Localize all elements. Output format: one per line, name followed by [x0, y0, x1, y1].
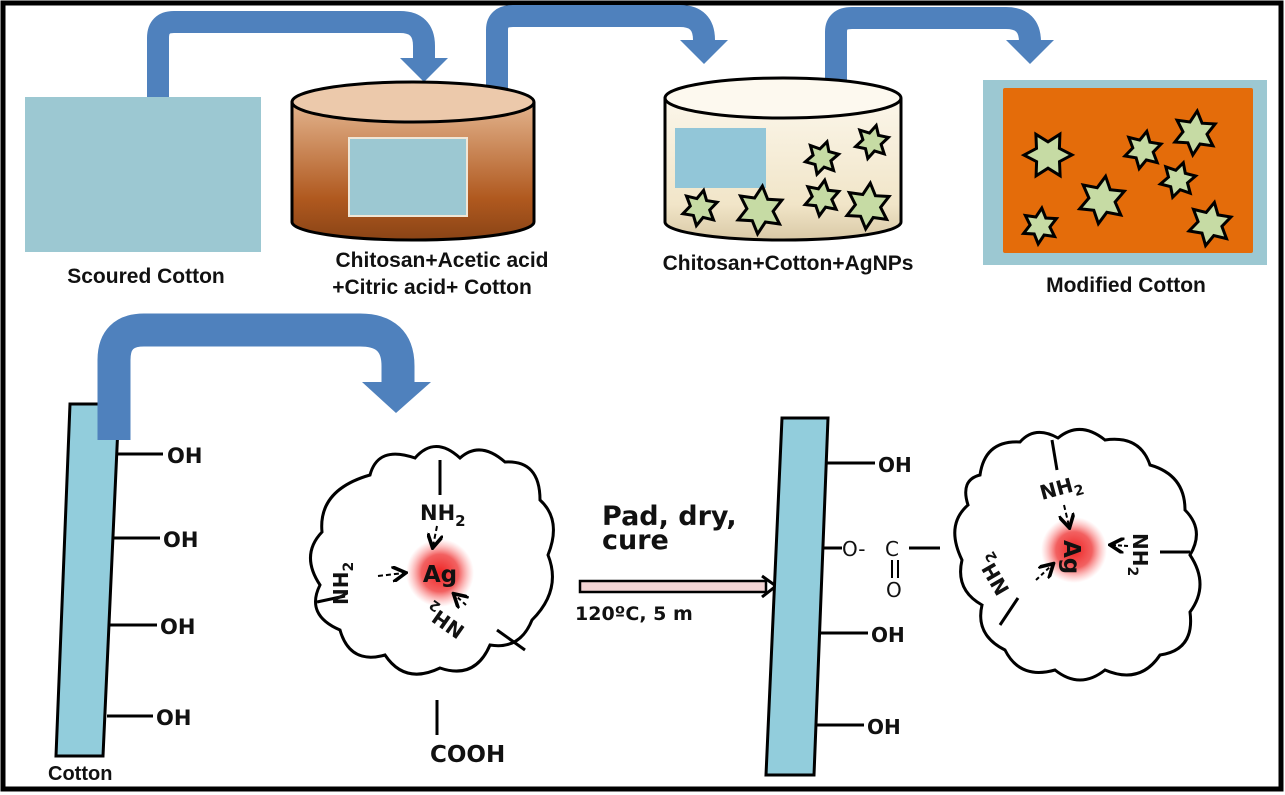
oh-label: OH: [163, 528, 198, 552]
nanoparticle-star-icon: [844, 179, 892, 233]
flow-arrow-1: [147, 11, 448, 100]
oh-label: OH: [871, 623, 905, 647]
ester-linkage: O- C O: [823, 537, 940, 602]
bath1-label-line2: +Citric acid+ Cotton: [332, 276, 532, 299]
scoured-cotton-label: Scoured Cotton: [67, 265, 225, 288]
nanoparticle-star-icon: [1076, 173, 1128, 227]
silver-nanoparticle-glow: [406, 539, 474, 607]
scoured-cotton-swatch: [25, 97, 261, 252]
amine-label: NH2: [420, 501, 466, 530]
chitosan-cloud-left: Ag NH2 NH2 NH2: [309, 445, 555, 735]
condition-label: 120ºC, 5 m: [575, 603, 693, 625]
silver-nanoparticle-glow: [1041, 517, 1107, 583]
amine-label-rotated: NH2: [329, 562, 357, 605]
silver-label: Ag: [423, 562, 457, 588]
right-hydroxyl-groups: OH OH OH: [816, 453, 912, 739]
carbonyl-oxygen-label: O: [886, 578, 902, 602]
bath1-label-line1: Chitosan+Acetic acid: [336, 249, 549, 272]
modified-cotton-label: Modified Cotton: [1046, 274, 1206, 297]
cotton-fiber-right: [764, 416, 830, 777]
oh-label: OH: [156, 706, 191, 730]
flow-arrow-4: [97, 313, 431, 440]
ester-carbon-label: C: [885, 537, 899, 561]
chitosan-cloud-right: Ag NH2 NH2 NH2: [953, 428, 1202, 682]
oh-label: OH: [867, 715, 901, 739]
process-label-line2: cure: [602, 525, 669, 556]
nanoparticle-star-icon: [1020, 204, 1060, 248]
silver-label-rotated: Ag: [1058, 540, 1084, 574]
bath2-label: Chitosan+Cotton+AgNPs: [663, 252, 914, 275]
amine-label-rotated: NH2: [1124, 533, 1152, 576]
nanoparticle-star-icon: [735, 182, 785, 238]
ester-oxygen-label: O-: [842, 537, 866, 561]
process-label-line1: Pad, dry,: [602, 501, 737, 532]
left-hydroxyl-groups: OH OH OH OH: [107, 444, 202, 730]
nanoparticle-star-icon: [802, 177, 842, 219]
nanoparticle-star-icon: [1171, 107, 1219, 159]
flow-arrow-3: [825, 6, 1054, 82]
cotton-in-bath: [348, 137, 468, 217]
oh-label: OH: [167, 444, 202, 468]
cotton-in-agnp-bath: [675, 128, 766, 188]
modified-cotton-swatch: [983, 80, 1267, 265]
nanoparticle-star-icon: [852, 122, 892, 162]
oh-label: OH: [160, 615, 195, 639]
chitosan-acid-bath: [290, 80, 536, 242]
flow-arrow-2: [486, 4, 728, 90]
chitosan-agnp-bath: [663, 76, 903, 242]
nanoparticle-star-icon: [1186, 199, 1234, 249]
nanoparticle-star-icon: [1020, 131, 1076, 179]
nanoparticle-star-icon: [1121, 128, 1165, 172]
nanoparticle-star-icon: [679, 187, 721, 229]
carboxyl-label: COOH: [430, 742, 505, 768]
nanoparticle-star-icon: [1157, 159, 1199, 201]
cotton-fiber-label: Cotton: [48, 763, 112, 785]
nanoparticle-star-icon: [802, 138, 842, 178]
oh-label: OH: [878, 453, 912, 477]
